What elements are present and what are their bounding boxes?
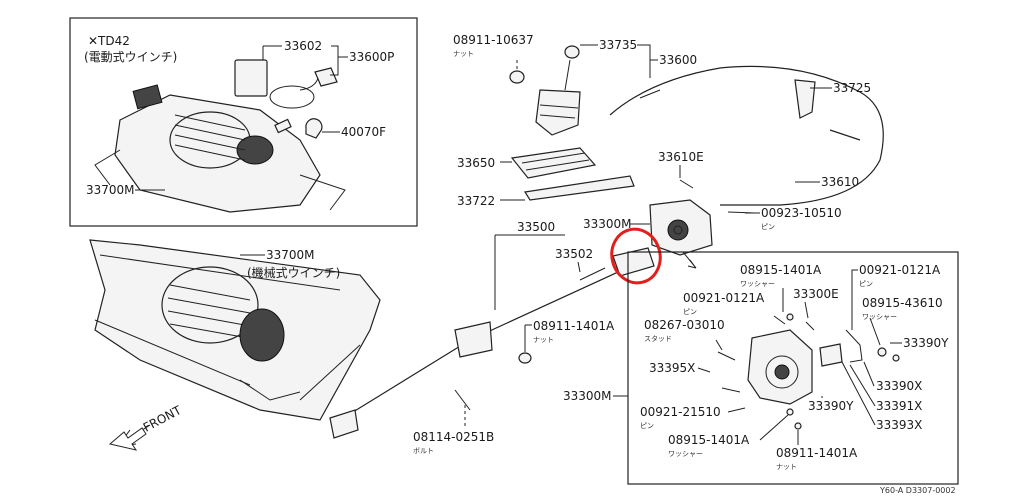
cable-bracket-drawing [794,79,816,119]
highlight-circle [610,227,662,285]
label-33700m-mech-sub: (機械式ウインチ) [247,265,340,280]
label-33600p: 33600P [349,50,394,64]
label-00923-10510-sub: ピン [761,223,775,231]
label-08911-1401a-bottom-sub: ナット [776,463,797,471]
label-08915-43610: 08915-43610 [862,296,943,310]
label-40070f: 40070F [341,125,386,139]
label-08267-03010-sub: スタッド [644,334,672,343]
electric-winch-drawing [94,84,346,213]
label-00921-0121a-left: 00921-0121A [683,291,765,305]
nut-10637-drawing [509,70,525,84]
label-08915-1401a-bottom-sub: ワッシャー [668,450,703,458]
label-08911-1401a: 08911-1401A [533,319,615,333]
label-08915-1401a-bottom: 08915-1401A [668,433,750,447]
label-33502: 33502 [555,247,593,261]
control-cable-drawing [609,65,884,206]
label-08267-03010: 08267-03010 [644,318,725,332]
label-00923-10510: 00923-10510 [761,206,842,220]
label-08911-1401a-sub: ナット [533,336,554,344]
bracket-plate-drawing [524,175,635,201]
label-00921-0121a-right: 00921-0121A [859,263,941,277]
label-08915-43610-sub: ワッシャー [862,313,897,321]
label-33725: 33725 [833,81,871,95]
label-33610e: 33610E [658,150,704,164]
detail-frame [627,251,959,485]
detail-inset: 08915-1401A ワッシャー 00921-0121A ピン 00921-0… [563,251,959,485]
shift-boot-drawing [510,147,597,179]
label-33300m: 33300M [563,389,612,403]
label-08915-1401a: 08915-1401A [740,263,822,277]
label-00921-21510-sub: ピン [640,422,654,430]
inset-electric-winch: ✕TD42 (電動式ウインチ) 33602 33600P 40070F 3370… [69,17,418,227]
label-33393x: 33393X [876,418,922,432]
label-33300e: 33300E [793,287,839,301]
inset-subtitle: (電動式ウインチ) [84,50,177,64]
label-33390x: 33390X [876,379,922,393]
label-08114-0251b: 08114-0251B [413,430,494,444]
label-33500: 33500 [517,220,555,234]
mechanical-winch: 33700M (機械式ウインチ) FRONT [89,239,381,451]
label-00921-21510: 00921-21510 [640,405,721,419]
diagram-code: Y60-A D3307-0002 [879,486,956,495]
label-33390y-right: 33390Y [903,336,949,350]
label-00921-0121a-right-sub: ピン [859,280,873,288]
mechanical-winch-drawing [89,239,381,421]
label-33735: 33735 [599,38,637,52]
inset-title: ✕TD42 [88,34,130,48]
joint-drawing [649,199,713,256]
label-33610: 33610 [821,175,859,189]
detail-gearbox-drawing [717,313,900,430]
label-33700m-inset: 33700M [86,183,135,197]
label-33722: 33722 [457,194,495,208]
winch-switch-drawing [234,59,338,139]
label-33395x: 33395X [649,361,695,375]
label-08911-10637-sub: ナット [453,50,474,58]
universal-joint-drawing [454,321,493,358]
label-08915-1401a-sub: ワッシャー [740,280,775,288]
label-33391x: 33391X [876,399,922,413]
label-33700m-mech: 33700M [266,248,315,262]
label-front: FRONT [141,403,184,435]
label-08911-10637: 08911-10637 [453,33,534,47]
label-33602: 33602 [284,39,322,53]
shift-lever-drawing [535,45,581,136]
inset-frame [69,17,418,227]
label-08114-0251b-sub: ボルト [413,447,434,455]
label-33300m-top: 33300M [583,217,632,231]
label-00921-0121a-left-sub: ピン [683,308,697,316]
label-08911-1401a-bottom: 08911-1401A [776,446,858,460]
front-arrow-icon [108,424,151,451]
label-33390y-bottom: 33390Y [808,399,854,413]
label-33650: 33650 [457,156,495,170]
label-33600: 33600 [659,53,697,67]
main-assembly: 08911-10637 ナット 33735 33600 33725 33650 … [329,33,884,455]
